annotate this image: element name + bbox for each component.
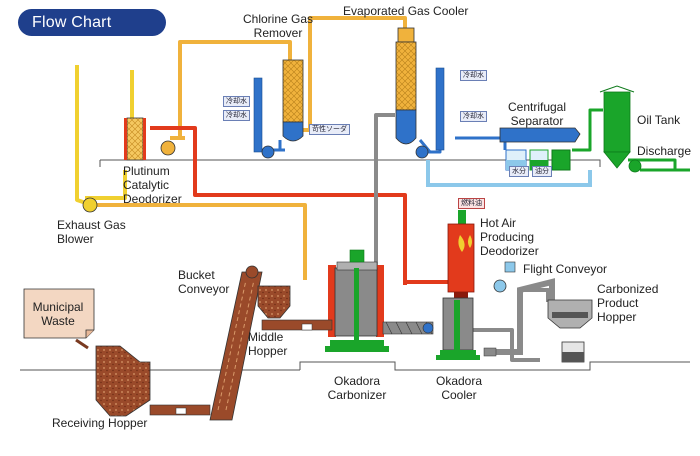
label-bucket-conveyor: Bucket Conveyor (178, 268, 229, 296)
label-line: Municipal (32, 300, 84, 314)
label-okadora-cooler: Okadora Cooler (424, 374, 494, 402)
middle-hopper (257, 285, 333, 331)
label-centrifugal-separator: Centrifugal Separator (492, 100, 582, 128)
tag-cooling-water: 冷却水 (223, 110, 250, 121)
label-line: Cooler (441, 388, 477, 402)
label-line: Centrifugal (507, 100, 567, 114)
evaporated-gas-cooler (395, 27, 445, 159)
label-chlorine-gas-remover: Chlorine Gas Remover (228, 12, 328, 40)
label-line: Conveyor (178, 282, 230, 296)
tag-cooling-water: 冷却水 (460, 70, 487, 81)
tag-fuel-oil: 燃料油 (458, 198, 485, 209)
flight-conveyor (483, 278, 555, 357)
chlorine-gas-remover (253, 59, 304, 159)
municipal-waste-sign (23, 288, 95, 350)
hot-air-fan (493, 261, 516, 293)
label-line: Carbonizer (327, 388, 387, 402)
label-line: Carbonized (597, 282, 659, 296)
label-okadora-carbonizer: Okadora Carbonizer (322, 374, 392, 402)
recycle-pipe (426, 160, 592, 187)
tag-oil: 油分 (532, 166, 552, 177)
label-line: Product (597, 296, 639, 310)
label-hot-air-producing-deodorizer: Hot Air Producing Deodorizer (480, 216, 539, 258)
label-exhaust-gas-blower: Exhaust Gas Blower (57, 218, 126, 246)
label-evaporated-gas-cooler: Evaporated Gas Cooler (343, 4, 469, 18)
receiving-hopper (95, 345, 211, 417)
centrifugal-separator (499, 127, 581, 171)
okadora-cooler (436, 297, 480, 360)
label-line: Okadora (333, 374, 381, 388)
bucket-conveyor (209, 265, 263, 421)
label-line: Separator (510, 114, 564, 128)
label-municipal-waste: Municipal Waste (26, 300, 90, 328)
transfer-screw (382, 321, 434, 335)
label-line: Plutinum (123, 164, 170, 178)
label-line: Producing (480, 230, 535, 244)
label-line: Hopper (248, 344, 288, 358)
label-line: Chlorine Gas (242, 12, 314, 26)
label-line: Deodorizer (123, 192, 182, 206)
label-line: Catalytic (123, 178, 170, 192)
tag-water: 水分 (509, 166, 529, 177)
label-line: Remover (253, 26, 303, 40)
label-line: Hopper (597, 310, 637, 324)
label-line: Hot Air (480, 216, 517, 230)
label-middle-hopper: Middle Hopper (248, 330, 287, 358)
label-line: Blower (57, 232, 94, 246)
carbonized-product-hopper (547, 299, 593, 363)
label-receiving-hopper: Receiving Hopper (52, 416, 148, 430)
tag-cooling-water: 冷却水 (460, 111, 487, 122)
label-line: Okadora (435, 374, 483, 388)
label-line: Waste (41, 314, 75, 328)
oil-pipes (572, 108, 690, 172)
label-platinum-catalytic-deodorizer: Plutinum Catalytic Deodorizer (123, 164, 182, 206)
okadora-carbonizer (325, 249, 389, 352)
oil-tank (599, 85, 642, 173)
platinum-catalytic-deodorizer (124, 117, 176, 161)
label-line: Deodorizer (480, 244, 539, 258)
label-line: Bucket (178, 268, 215, 282)
hot-air-producing-deodorizer (447, 210, 475, 300)
label-flight-conveyor: Flight Conveyor (523, 262, 608, 276)
page-title: Flow Chart (18, 9, 166, 36)
label-oil-tank: Oil Tank (637, 113, 681, 127)
tag-caustic-soda: 苛性ソーダ (309, 124, 350, 135)
gas-pipes (88, 16, 407, 280)
tag-cooling-water: 冷却水 (223, 96, 250, 107)
floor-lines (20, 159, 690, 371)
exhaust-gas-blower (82, 197, 98, 213)
label-line: Middle (248, 330, 284, 344)
label-carbonized-product-hopper: Carbonized Product Hopper (597, 282, 658, 324)
label-discharge: Discharge (637, 144, 692, 158)
label-line: Exhaust Gas (57, 218, 126, 232)
